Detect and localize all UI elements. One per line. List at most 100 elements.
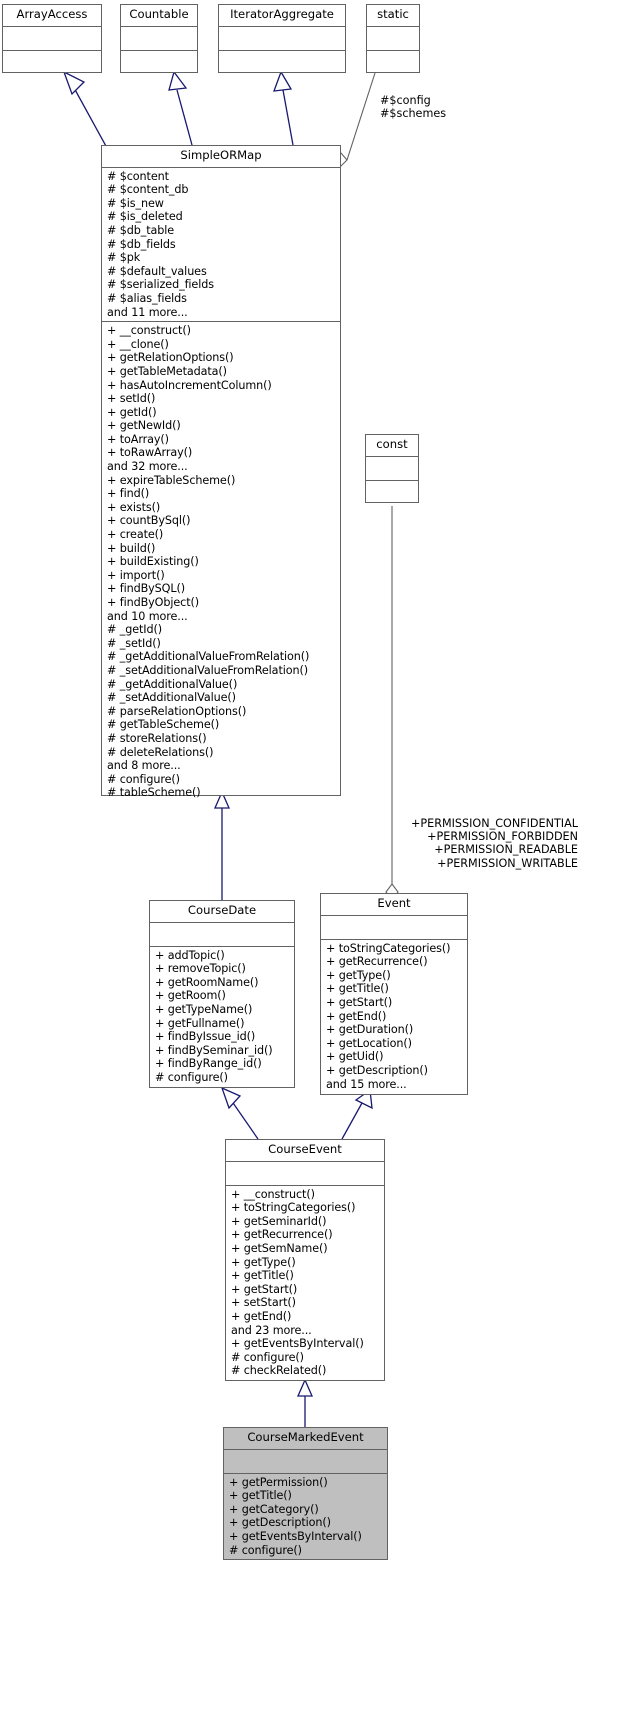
edge-label-line-1: +PERMISSION_FORBIDDEN <box>427 830 578 844</box>
attribute-row: and 11 more... <box>107 305 188 319</box>
edge-label-line-0: +PERMISSION_CONFIDENTIAL <box>411 817 578 830</box>
class-name-course-date: CourseDate <box>150 901 294 923</box>
class-attributes-course-marked-event <box>224 1450 387 1474</box>
operation-row: + getRecurrence() <box>326 955 428 969</box>
operation-row: and 32 more... <box>107 460 188 474</box>
class-box-event[interactable]: Event + toStringCategories() + getRecurr… <box>320 893 468 1095</box>
class-name-event: Event <box>321 894 467 916</box>
edge-label-const-event: +PERMISSION_CONFIDENTIAL +PERMISSION_FOR… <box>398 817 578 870</box>
operation-row: + getRecurrence() <box>231 1228 333 1242</box>
operation-row: + removeTopic() <box>155 962 246 976</box>
class-box-course-marked-event[interactable]: CourseMarkedEvent + getPermission() + ge… <box>223 1427 388 1560</box>
operation-row: + getFullname() <box>155 1016 245 1030</box>
edge-simpleormap-iteratoraggregate <box>273 70 294 146</box>
operation-row: + getEventsByInterval() <box>231 1337 364 1351</box>
attribute-row: # $is_new <box>107 196 164 210</box>
class-operations-array-access <box>3 51 101 73</box>
class-attributes-array-access <box>3 27 101 51</box>
operation-row: # parseRelationOptions() <box>107 704 247 718</box>
class-attributes-static <box>367 27 419 51</box>
class-operations-course-date: + addTopic() + removeTopic() + getRoomNa… <box>150 947 294 1088</box>
operation-row: # getTableScheme() <box>107 718 220 732</box>
class-box-course-date[interactable]: CourseDate + addTopic() + removeTopic() … <box>149 900 295 1088</box>
class-box-simple-ormap[interactable]: SimpleORMap # $content # $content_db # $… <box>101 145 341 799</box>
operation-row: + getDescription() <box>326 1063 428 1077</box>
attribute-row: # $is_deleted <box>107 210 183 224</box>
operation-row: + find() <box>107 487 150 501</box>
operation-row: # configure() <box>107 772 180 786</box>
operation-row: and 15 more... <box>326 1077 407 1091</box>
operation-row: + getNewId() <box>107 419 181 433</box>
edge-label-static-simpleormap: #$config #$schemes <box>380 94 446 120</box>
edge-coursemarkedevent-courseevent <box>297 1378 313 1427</box>
operation-row: + build() <box>107 541 156 555</box>
class-box-iterator-aggregate[interactable]: IteratorAggregate <box>218 4 346 73</box>
operation-row: + getUid() <box>326 1050 384 1064</box>
operation-row: and 10 more... <box>107 609 188 623</box>
operation-row: # checkRelated() <box>231 1364 327 1378</box>
edge-label-line-2: +PERMISSION_READABLE <box>434 843 578 857</box>
operation-row: + getPermission() <box>229 1475 328 1489</box>
operation-row: + getStart() <box>326 995 393 1009</box>
attribute-row: # $content <box>107 169 169 183</box>
operation-row: + getTitle() <box>229 1489 292 1503</box>
class-name-array-access: ArrayAccess <box>3 5 101 27</box>
class-box-course-event[interactable]: CourseEvent + __construct() + toStringCa… <box>225 1139 385 1381</box>
class-attributes-countable <box>121 27 197 51</box>
operation-row: # configure() <box>155 1070 228 1084</box>
operation-row: + countBySql() <box>107 514 191 528</box>
class-operations-iterator-aggregate <box>219 51 345 73</box>
operation-row: + setStart() <box>231 1296 296 1310</box>
operation-row: + getDescription() <box>229 1516 331 1530</box>
edge-label-line-1: #$schemes <box>380 107 447 121</box>
operation-row: # _getAdditionalValueFromRelation() <box>107 650 310 664</box>
class-operations-countable <box>121 51 197 73</box>
attribute-row: # $db_fields <box>107 237 176 251</box>
edge-static-simpleormap <box>334 72 376 167</box>
operation-row: + getRelationOptions() <box>107 351 234 365</box>
class-name-course-marked-event: CourseMarkedEvent <box>224 1428 387 1450</box>
operation-row: + __clone() <box>107 337 169 351</box>
operation-row: + __construct() <box>231 1187 315 1201</box>
class-box-const[interactable]: const <box>365 434 419 503</box>
operation-row: + toArray() <box>107 432 169 446</box>
operation-row: + getSeminarId() <box>231 1214 327 1228</box>
class-attributes-iterator-aggregate <box>219 27 345 51</box>
operation-row: + getTitle() <box>326 982 389 996</box>
operation-row: + getTypeName() <box>155 1002 253 1016</box>
class-operations-course-event: + __construct() + toStringCategories() +… <box>226 1186 384 1381</box>
class-operations-simple-ormap: + __construct() + __clone() + getRelatio… <box>102 322 340 803</box>
edge-courseevent-event <box>341 1088 373 1140</box>
operation-row: and 8 more... <box>107 759 181 773</box>
operation-row: # configure() <box>229 1543 302 1557</box>
operation-row: # tableScheme() <box>107 786 201 800</box>
class-box-array-access[interactable]: ArrayAccess <box>2 4 102 73</box>
attribute-row: # $alias_fields <box>107 291 187 305</box>
class-box-static[interactable]: static <box>366 4 420 73</box>
edge-courseevent-coursedate <box>220 1086 259 1140</box>
operation-row: + getEnd() <box>326 1009 387 1023</box>
class-name-countable: Countable <box>121 5 197 27</box>
operation-row: + findByRange_id() <box>155 1057 262 1071</box>
attribute-row: # $serialized_fields <box>107 278 214 292</box>
operation-row: + findByObject() <box>107 596 200 609</box>
operation-row: # _getId() <box>107 623 163 637</box>
class-attributes-const <box>366 457 418 481</box>
operation-row: # _setId() <box>107 636 161 650</box>
class-name-const: const <box>366 435 418 457</box>
operation-row: + exists() <box>107 500 161 514</box>
operation-row: + getType() <box>326 968 391 982</box>
attribute-row: # $db_table <box>107 223 175 237</box>
operation-row: + getDuration() <box>326 1023 414 1037</box>
operation-row: + getTitle() <box>231 1269 294 1283</box>
operation-row: # deleteRelations() <box>107 745 214 759</box>
operation-row: + getStart() <box>231 1282 298 1296</box>
class-attributes-simple-ormap: # $content # $content_db # $is_new # $is… <box>102 168 340 323</box>
operation-row: + create() <box>107 528 164 542</box>
operation-row: + import() <box>107 568 165 582</box>
operation-row: + getCategory() <box>229 1502 319 1516</box>
operation-row: # _setAdditionalValueFromRelation() <box>107 663 308 677</box>
class-box-countable[interactable]: Countable <box>120 4 198 73</box>
operation-row: + getEnd() <box>231 1309 292 1323</box>
